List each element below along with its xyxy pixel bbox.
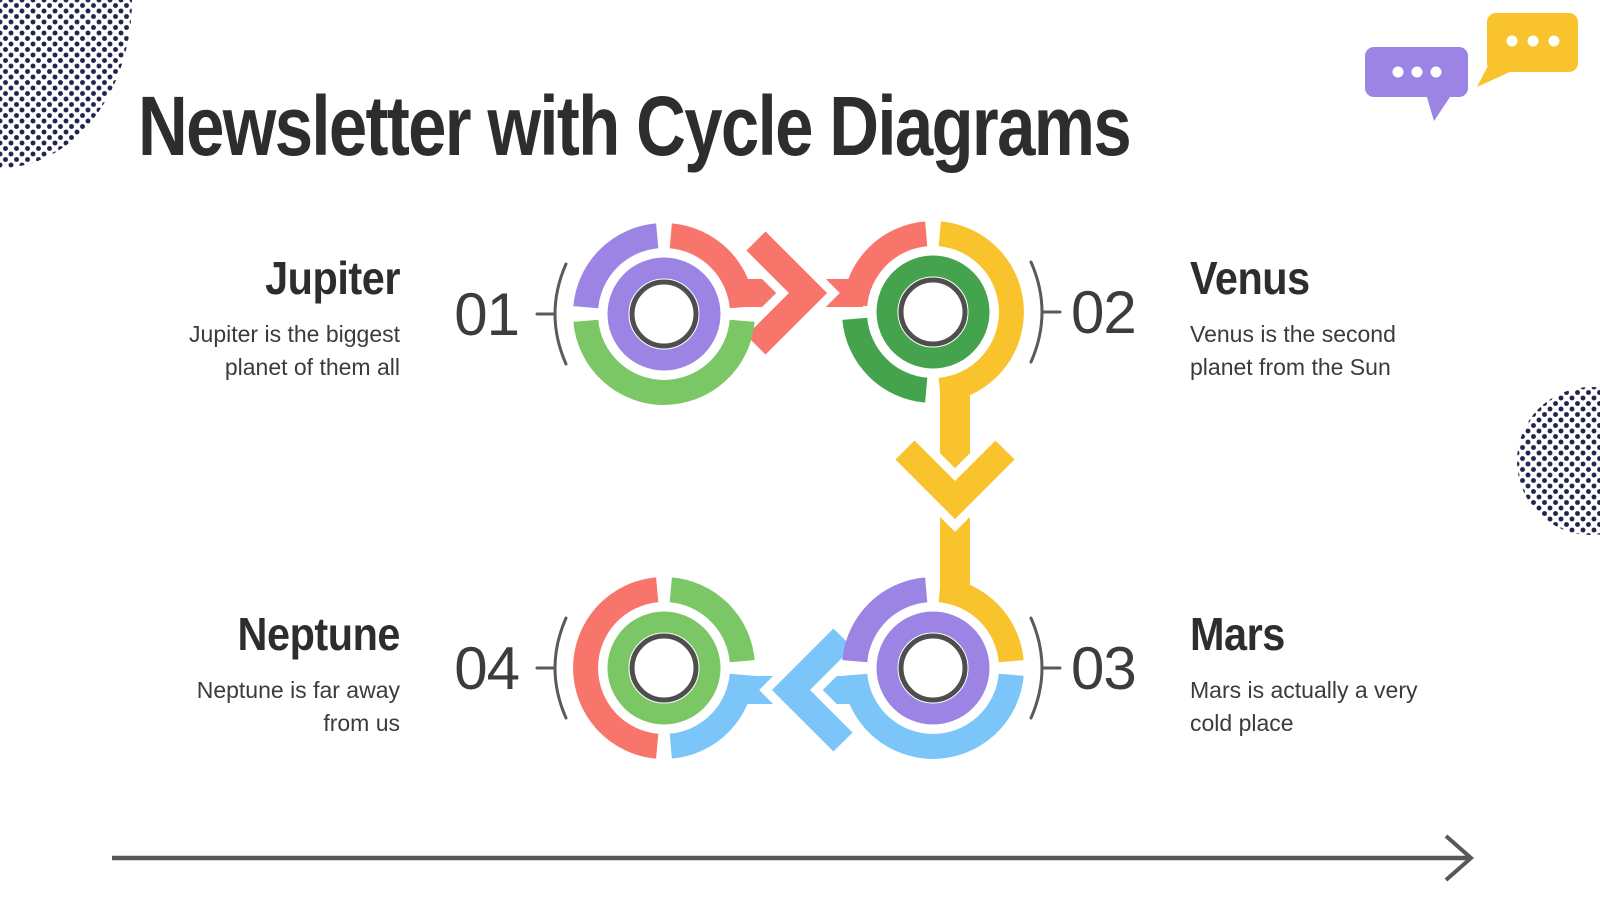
planet-desc-venus: Venus is the second planet from the Sun	[1190, 318, 1470, 384]
node-02-segment-yellow	[938, 221, 1024, 403]
node-02-center-circle	[898, 277, 968, 347]
chevron-arrowhead-icon	[895, 440, 1015, 520]
planet-block-jupiter: Jupiter Jupiter is the biggest planet of…	[120, 252, 400, 384]
cycle-node-03: 03	[842, 577, 1137, 759]
planet-name-neptune: Neptune	[237, 608, 401, 660]
node-01-number: 01	[454, 281, 519, 348]
node-03-center-circle	[898, 633, 968, 703]
node-03-bracket	[1029, 616, 1044, 720]
cycle-node-02: 02	[842, 221, 1137, 403]
chevron-arrowhead-icon	[746, 231, 828, 355]
node-01-center-circle	[629, 279, 699, 349]
node-04-number: 04	[454, 635, 519, 702]
planet-block-venus: Venus Venus is the second planet from th…	[1190, 252, 1470, 384]
connector-arrow-mars-to-neptune	[736, 622, 863, 758]
node-04-segment-blue	[669, 673, 755, 759]
desc-line: planet from the Sun	[1190, 353, 1391, 380]
planet-name-jupiter: Jupiter	[265, 252, 400, 304]
yellow-chat-bubble-icon	[1477, 13, 1578, 87]
node-04-segment-green_light	[669, 577, 755, 663]
node-03-segment-yellow	[938, 577, 1024, 663]
node-03-inner-ring	[876, 611, 990, 725]
cycle-node-04: 04	[454, 577, 755, 759]
node-01-segment-coral	[669, 223, 755, 309]
node-02-bracket	[1029, 260, 1044, 364]
page-title: Newsletter with Cycle Diagrams	[138, 79, 1132, 173]
planet-name-venus: Venus	[1190, 252, 1310, 304]
planet-block-neptune: Neptune Neptune is far away from us	[120, 608, 401, 740]
node-01-inner-ring	[607, 257, 721, 371]
node-01-bracket	[553, 262, 568, 366]
purple-chat-bubble-icon	[1365, 47, 1468, 121]
cycle-diagram: 01 02 03 04	[454, 221, 1137, 759]
desc-line: Jupiter is the biggest	[189, 320, 400, 347]
desc-line: cold place	[1190, 709, 1294, 736]
planet-desc-jupiter: Jupiter is the biggest planet of them al…	[120, 318, 400, 384]
chevron-arrowhead-icon	[771, 628, 853, 752]
desc-line: Venus is the second	[1190, 320, 1396, 347]
cycle-node-01: 01	[454, 223, 755, 405]
planet-block-mars: Mars Mars is actually a very cold place	[1190, 608, 1470, 740]
node-04-inner-ring	[607, 611, 721, 725]
desc-line: Mars is actually a very	[1190, 676, 1418, 703]
planet-desc-neptune: Neptune is far away from us	[120, 674, 400, 740]
node-04-segment-coral	[573, 577, 659, 759]
node-03-number: 03	[1071, 635, 1136, 702]
node-01-segment-purple	[573, 223, 659, 309]
chat-bubbles-decoration	[1365, 13, 1578, 121]
connector-arrow-jupiter-to-venus	[736, 225, 863, 361]
desc-line: Neptune is far away	[196, 676, 400, 703]
node-03-segment-blue	[842, 673, 1024, 759]
node-04-center-circle	[629, 633, 699, 703]
node-04-bracket	[553, 616, 568, 720]
planet-name-mars: Mars	[1190, 608, 1285, 660]
desc-line: from us	[323, 709, 400, 736]
desc-line: planet of them all	[224, 353, 400, 380]
node-01-segment-green_light	[573, 319, 755, 405]
node-02-inner-ring	[876, 255, 990, 369]
node-02-segment-green_dark	[842, 317, 928, 403]
node-02-number: 02	[1071, 279, 1136, 346]
bottom-arrow	[112, 834, 1475, 882]
node-02-segment-coral	[842, 221, 928, 307]
connector-arrow-venus-to-mars	[889, 380, 1021, 600]
node-03-segment-purple	[842, 577, 928, 663]
planet-desc-mars: Mars is actually a very cold place	[1190, 674, 1470, 740]
